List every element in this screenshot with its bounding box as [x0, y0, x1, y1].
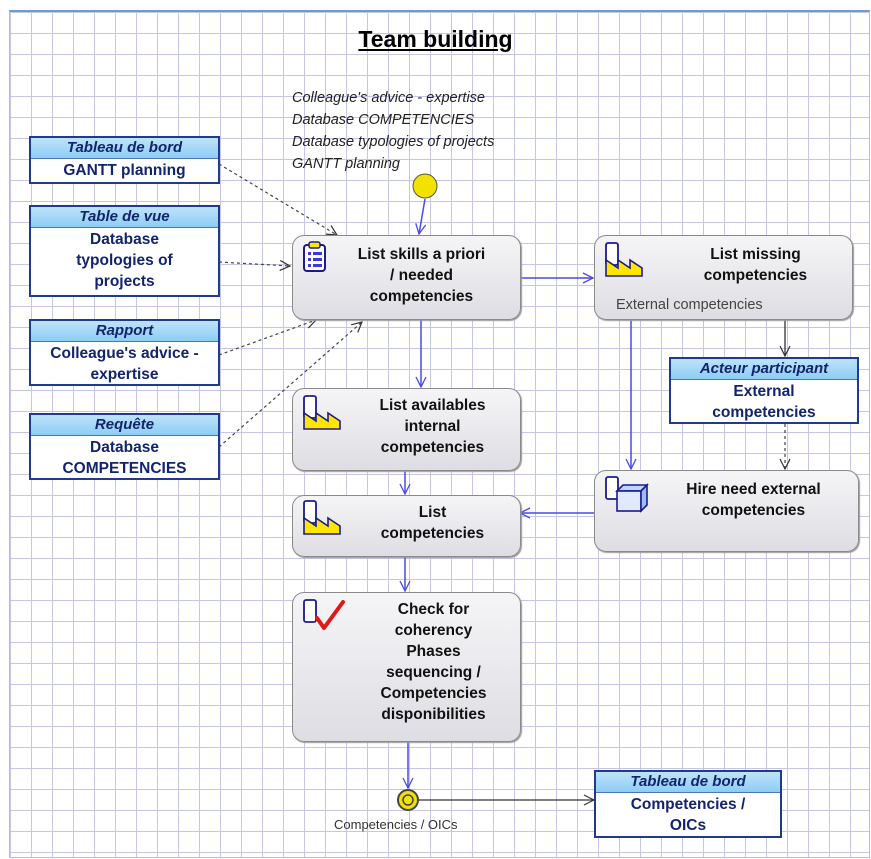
task-list-available[interactable]: List availables internal competencies — [292, 388, 521, 471]
resource-body-line: competencies — [712, 404, 816, 421]
factory-icon — [303, 500, 341, 535]
note-line: GANTT planning — [292, 156, 400, 172]
link-requete-to-list-skills — [218, 322, 362, 448]
task-label-line: competencies — [703, 267, 808, 284]
task-label-line: sequencing / — [386, 664, 481, 681]
task-hire-external[interactable]: Hire need external competencies — [594, 470, 859, 552]
resource-body-line: projects — [94, 273, 155, 290]
note-line: Colleague's advice - expertise — [292, 90, 485, 106]
resource-rapport[interactable]: Rapport Colleague's advice - expertise — [29, 319, 220, 386]
resource-body: GANTT planning — [63, 162, 186, 179]
resource-body: External competencies — [671, 380, 857, 423]
link-gantt-to-list-skills — [218, 163, 337, 235]
resource-body-line: Competencies / — [630, 796, 746, 813]
task-label-line: List skills a priori — [357, 246, 486, 263]
note-line: Database typologies of projects — [292, 134, 495, 150]
resource-body: Database COMPETENCIES — [31, 436, 218, 479]
task-label: List skills a priori / needed competenci… — [327, 244, 516, 307]
link-rapport-to-list-skills — [218, 320, 316, 356]
resource-header: Tableau de bord — [596, 772, 780, 793]
checkmark-icon — [303, 599, 345, 630]
task-label-line: List — [418, 504, 447, 521]
resource-requete[interactable]: Requête Database COMPETENCIES — [29, 413, 220, 480]
factory-icon — [303, 395, 341, 430]
task-label-line: competencies — [380, 525, 485, 542]
end-event[interactable] — [397, 789, 419, 811]
resource-header: Rapport — [31, 321, 218, 342]
resource-body-line: External — [733, 383, 795, 400]
task-label-line: Competencies — [380, 685, 487, 702]
task-label-line: disponibilities — [381, 706, 486, 723]
resource-body: Database typologies of projects — [31, 228, 218, 292]
clipboard-list-icon — [303, 241, 326, 272]
task-label-line: competencies — [701, 502, 806, 519]
task-label: Hire need external competencies — [655, 479, 852, 521]
resource-body-line: COMPETENCIES — [62, 460, 187, 477]
task-label-line: Phases — [406, 643, 461, 660]
task-label-line: List missing — [710, 246, 801, 263]
task-label-line: internal — [404, 418, 461, 435]
resource-gantt[interactable]: Tableau de bord GANTT planning — [29, 136, 220, 184]
resource-header: Tableau de bord — [31, 138, 218, 159]
resource-body-line: OICs — [669, 817, 707, 834]
resource-acteur-participant[interactable]: Acteur participant External competencies — [669, 357, 859, 424]
task-label-line: List availables — [379, 397, 486, 414]
task-label-line: coherency — [394, 622, 473, 639]
task-label: List missing competencies — [665, 244, 846, 286]
task-label: Check for coherency Phases sequencing / … — [353, 599, 514, 725]
resource-header: Acteur participant — [671, 359, 857, 380]
resource-body-line: Colleague's advice - — [50, 345, 199, 362]
resource-body-line: expertise — [90, 366, 159, 383]
task-sublabel: External competencies — [616, 297, 763, 313]
task-label-line: competencies — [369, 288, 474, 305]
task-label-line: Hire need external — [686, 481, 821, 498]
start-event[interactable] — [412, 173, 438, 199]
resource-body-line: Database — [90, 439, 159, 456]
resource-body: Colleague's advice - expertise — [31, 342, 218, 385]
resource-body-line: Database — [90, 231, 159, 248]
task-label-line: competencies — [380, 439, 485, 456]
flow-start-to-list-skills — [419, 198, 425, 234]
resource-body: Competencies / OICs — [596, 793, 780, 836]
task-list-skills[interactable]: List skills a priori / needed competenci… — [292, 235, 521, 320]
task-label-line: / needed — [390, 267, 453, 284]
resource-header: Table de vue — [31, 207, 218, 228]
diagram-title: Team building — [358, 26, 513, 52]
link-vue-to-list-skills — [218, 262, 290, 266]
box-icon — [605, 476, 649, 513]
task-list-missing[interactable]: List missing competencies External compe… — [594, 235, 853, 320]
task-list-competencies[interactable]: List competencies — [292, 495, 521, 557]
task-label: List availables internal competencies — [349, 395, 516, 458]
factory-icon — [605, 242, 643, 277]
task-label-line: Check for — [397, 601, 470, 618]
end-event-label: Competencies / OICs — [334, 817, 458, 832]
resource-body-line: typologies of — [76, 252, 173, 269]
task-label: List competencies — [349, 502, 516, 544]
resource-header: Requête — [31, 415, 218, 436]
task-check-coherency[interactable]: Check for coherency Phases sequencing / … — [292, 592, 521, 742]
resource-table-de-vue[interactable]: Table de vue Database typologies of proj… — [29, 205, 220, 297]
note-line: Database COMPETENCIES — [292, 112, 475, 128]
resource-final-dashboard[interactable]: Tableau de bord Competencies / OICs — [594, 770, 782, 838]
event-notes: Colleague's advice - expertise Database … — [292, 87, 494, 175]
